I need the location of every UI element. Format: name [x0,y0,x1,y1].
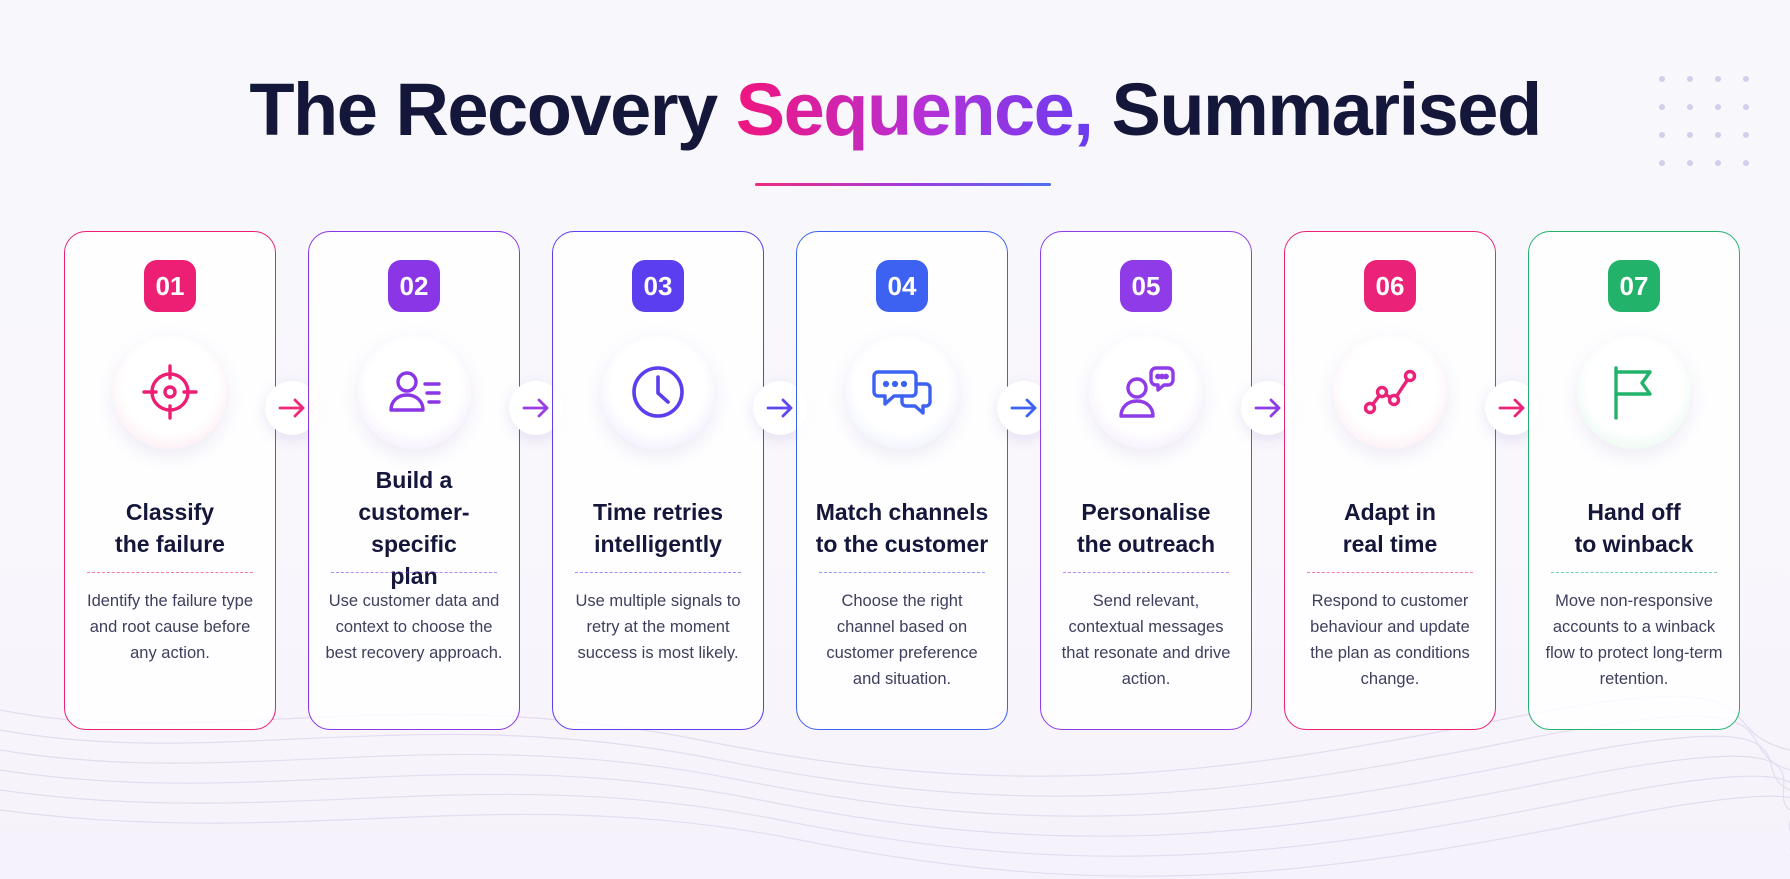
step-divider [819,572,985,573]
step-divider [331,572,497,573]
step-title: Personalise the outreach [1076,499,1216,557]
step-title: Time retries intelligently [593,499,723,557]
step-title: Hand off to winback [1574,499,1694,557]
trend-line-icon [1333,335,1447,449]
decorative-dot-grid [1659,76,1749,166]
target-icon [113,335,227,449]
header: The Recovery Sequence, Summarised [0,60,1790,160]
step-divider [575,572,741,573]
step-description: Send relevant, contextual messages that … [1061,592,1231,688]
step-title: Classify the failure [115,499,225,557]
user-message-icon [1089,335,1203,449]
step-number-badge: 06 [1364,260,1416,312]
page-title: The Recovery Sequence, Summarised [0,60,1790,160]
step-number-badge: 04 [876,260,928,312]
step-title: Adapt in real time [1342,499,1438,557]
step-divider [87,572,253,573]
clock-icon [601,335,715,449]
step-divider [1551,572,1717,573]
title-part-1: The Recovery [249,68,736,151]
step-description: Use multiple signals to retry at the mom… [575,592,741,662]
step-number-badge: 02 [388,260,440,312]
step-number-badge: 03 [632,260,684,312]
chat-bubbles-icon [845,335,959,449]
step-description: Move non-responsive accounts to a winbac… [1545,592,1723,688]
step-description: Choose the right channel based on custom… [826,592,978,688]
step-title: Build a customer-specific plan [358,467,470,589]
step-number-badge: 01 [144,260,196,312]
title-underline [755,183,1051,186]
step-description: Use customer data and context to choose … [325,592,503,662]
user-list-icon [357,335,471,449]
step-description: Identify the failure type and root cause… [86,592,253,662]
step-description: Respond to customer behaviour and update… [1310,592,1470,688]
title-part-2: Summarised [1092,68,1542,151]
flag-icon [1577,335,1691,449]
step-title: Match channels to the customer [815,499,989,557]
title-accent: Sequence, [735,68,1094,151]
step-divider [1063,572,1229,573]
step-divider [1307,572,1473,573]
step-number-badge: 07 [1608,260,1660,312]
step-number-badge: 05 [1120,260,1172,312]
